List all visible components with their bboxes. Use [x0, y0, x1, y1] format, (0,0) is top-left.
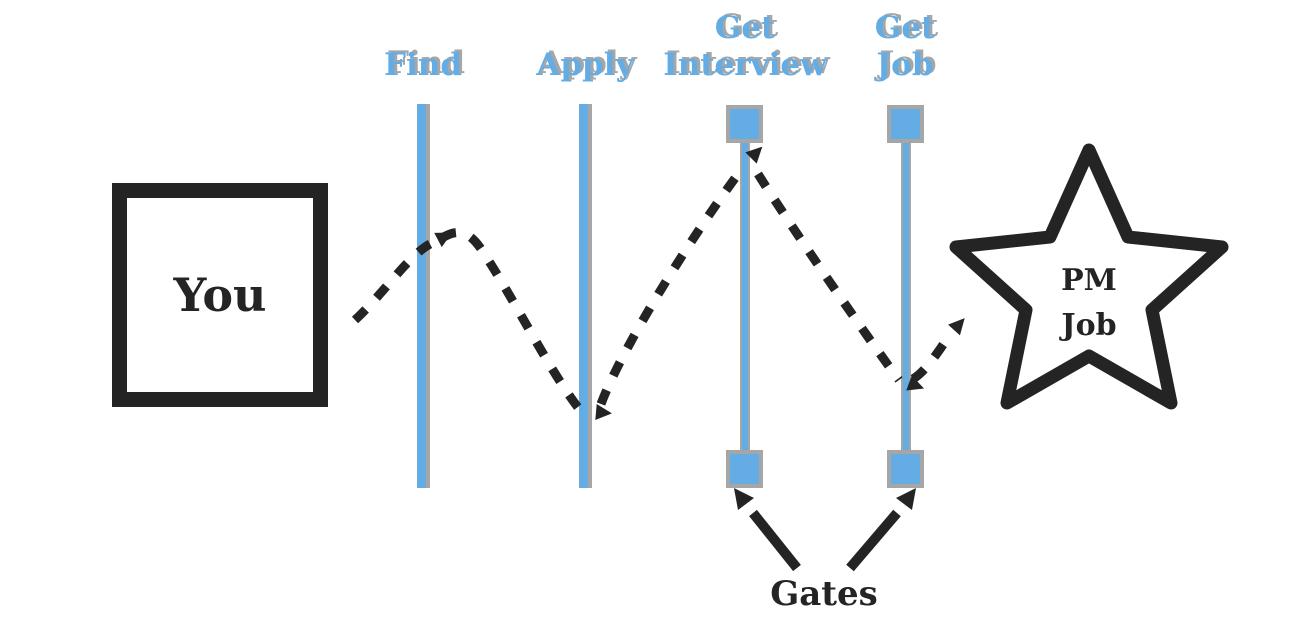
gate-line-get-interview	[726, 105, 763, 488]
gate-line-bar	[579, 104, 588, 488]
gates-arrow-right	[846, 509, 901, 572]
gate-label-line1: Get	[714, 10, 776, 46]
gates-annotation-arrows	[733, 488, 917, 572]
start-node-label: You	[173, 268, 267, 322]
goal-node-label: PM Job	[979, 258, 1199, 348]
gate-line-shadow	[588, 104, 592, 488]
gate-label-find: Find	[313, 6, 533, 84]
gate-label-apply: Apply	[475, 6, 695, 84]
gate-label-get-interview: Get Interview	[635, 6, 855, 84]
gate-line-apply	[579, 104, 592, 488]
gate-label-line2: Apply	[536, 47, 634, 83]
arrowhead-icon	[906, 375, 925, 391]
gate-label-line1: Get	[874, 10, 936, 46]
start-node: You	[112, 183, 328, 407]
arrowhead-icon	[595, 404, 612, 420]
journey-segment-4	[754, 171, 903, 383]
gate-post-top	[726, 105, 763, 143]
gate-line-bar	[903, 138, 909, 454]
gate-post-bottom	[726, 450, 763, 488]
arrowhead-icon	[745, 146, 763, 164]
gate-line-get-job	[887, 105, 924, 488]
gate-label-get-job: Get Job	[795, 6, 1015, 84]
journey-path	[351, 146, 965, 420]
journey-segment-2	[439, 228, 589, 419]
arrowhead-icon	[948, 318, 965, 336]
goal-label-line2: Job	[1061, 308, 1117, 343]
gate-label-line2: Job	[876, 47, 934, 83]
journey-segment-5	[910, 333, 953, 383]
gate-post-bottom	[887, 450, 924, 488]
arrowhead-icon	[733, 488, 754, 511]
gate-label-line2: Find	[384, 47, 462, 83]
goal-label-line1: PM	[1061, 263, 1117, 298]
gates-arrow-left	[749, 509, 801, 572]
gate-line-shadow	[426, 104, 430, 488]
journey-segment-1	[351, 240, 433, 324]
gate-line-find	[417, 104, 430, 488]
arrowhead-icon	[896, 488, 917, 511]
goal-star	[949, 143, 1229, 410]
gate-label-line2: Interview	[663, 47, 827, 83]
gate-line-bar	[417, 104, 426, 488]
gate-line-bar	[742, 138, 748, 454]
gates-annotation-label: Gates	[770, 574, 878, 614]
gate-post-top	[887, 105, 924, 143]
journey-segment-3	[596, 163, 748, 406]
